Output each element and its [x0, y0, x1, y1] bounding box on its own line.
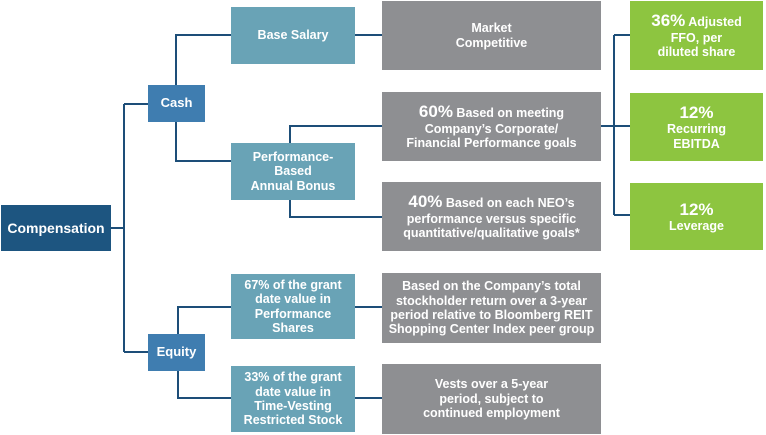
metric-ebitda-pct: 12% [679, 102, 714, 122]
connector-bonus [289, 125, 382, 218]
metric-ffo-node: 36% Adjusted FFO, per diluted share [630, 1, 763, 70]
cash-label: Cash [160, 95, 193, 111]
corporate-goals-text: 60% Based on meeting Company’s Corporate… [406, 102, 576, 150]
market-competitive-label: Market Competitive [455, 21, 528, 50]
metric-leverage-pct: 12% [679, 199, 714, 219]
metric-leverage-text: 12% Leverage [669, 200, 724, 234]
compensation-node: Compensation [1, 205, 111, 251]
individual-goals-label: Based on each NEO’s performance versus s… [403, 196, 580, 241]
metric-ebitda-text: 12% Recurring EBITDA [667, 103, 726, 151]
performance-shares-node: 67% of the grant date value in Performan… [231, 274, 355, 339]
market-competitive-node: Market Competitive [382, 1, 601, 70]
annual-bonus-label: Performance- Based Annual Bonus [250, 149, 336, 193]
annual-bonus-node: Performance- Based Annual Bonus [231, 143, 355, 200]
vesting-detail-label: Vests over a 5-year period, subject to c… [423, 377, 560, 421]
metric-ffo-text: 36% Adjusted FFO, per diluted share [651, 11, 742, 59]
metric-leverage-node: 12% Leverage [630, 183, 763, 250]
tsr-detail-node: Based on the Company’s total stockholder… [382, 273, 601, 343]
base-salary-label: Base Salary [257, 28, 329, 43]
metric-leverage-label: Leverage [669, 219, 724, 234]
corporate-goals-node: 60% Based on meeting Company’s Corporate… [382, 92, 601, 161]
equity-node: Equity [148, 334, 205, 371]
tsr-detail-label: Based on the Company’s total stockholder… [388, 279, 595, 337]
individual-goals-node: 40% Based on each NEO’s performance vers… [382, 182, 601, 251]
base-salary-node: Base Salary [231, 7, 355, 64]
connector-root [111, 103, 148, 353]
compensation-label: Compensation [7, 219, 105, 236]
restricted-stock-node: 33% of the grant date value in Time-Vest… [231, 366, 355, 432]
restricted-stock-label: 33% of the grant date value in Time-Vest… [243, 370, 343, 428]
performance-shares-label: 67% of the grant date value in Performan… [244, 277, 342, 335]
connector-metrics [601, 34, 630, 216]
metric-ffo-label: Adjusted FFO, per diluted share [657, 15, 742, 60]
corporate-goals-label: Based on meeting Company’s Corporate/ Fi… [406, 106, 577, 151]
vesting-detail-node: Vests over a 5-year period, subject to c… [382, 364, 601, 434]
corporate-goals-pct: 60% [418, 102, 453, 122]
individual-goals-pct: 40% [408, 192, 443, 212]
connector-cash [175, 34, 231, 162]
equity-label: Equity [156, 344, 197, 360]
cash-node: Cash [148, 85, 205, 122]
connector-equity [177, 306, 382, 399]
metric-ebitda-node: 12% Recurring EBITDA [630, 93, 763, 161]
individual-goals-text: 40% Based on each NEO’s performance vers… [403, 192, 579, 240]
metric-ffo-pct: 36% [651, 11, 686, 31]
metric-ebitda-label: Recurring EBITDA [666, 122, 727, 151]
